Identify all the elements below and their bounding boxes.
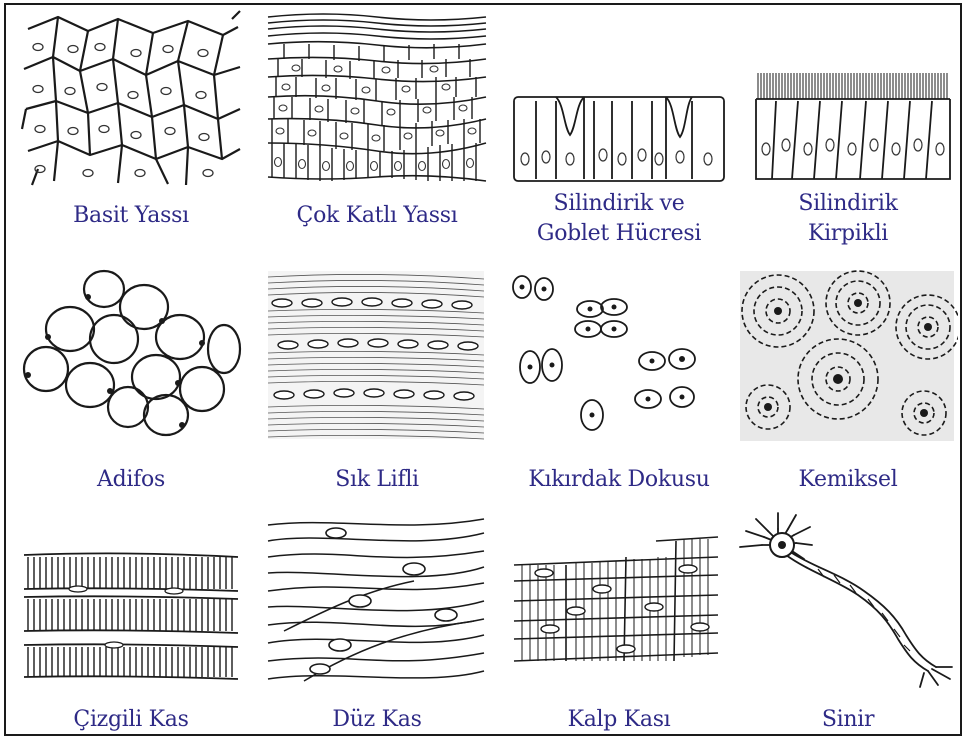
tissue-cell-adipose: Adifos — [18, 267, 244, 507]
tissue-label-line-1: Silindirik ve — [506, 189, 732, 219]
tissue-label-bone: Kemiksel — [738, 465, 958, 495]
tissue-cell-ciliated-columnar: Silindirik Kirpikli — [738, 9, 958, 259]
tissue-cell-stratified-squamous: Çok Katlı Yassı — [264, 9, 490, 249]
bone-icon — [738, 267, 958, 447]
tissue-cell-striated-muscle: Çizgili Kas — [18, 511, 244, 733]
tissue-label-neuron: Sinir — [738, 705, 958, 735]
tissue-label-line-2: Kirpikli — [738, 219, 958, 249]
tissue-cell-bone: Kemiksel — [738, 267, 958, 507]
tissue-cell-neuron: Sinir — [738, 511, 958, 733]
smooth-muscle-icon — [264, 511, 490, 691]
tissue-cell-smooth-muscle: Düz Kas — [264, 511, 490, 733]
columnar-goblet-icon — [506, 9, 732, 189]
tissue-label-striated-muscle: Çizgili Kas — [18, 705, 244, 735]
stratified-squamous-icon — [264, 9, 490, 189]
tissue-cell-columnar-goblet: Silindirik ve Goblet Hücresi — [506, 9, 732, 259]
neuron-icon — [738, 511, 958, 691]
tissue-label-cardiac-muscle: Kalp Kası — [506, 705, 732, 735]
tissue-cell-simple-squamous: Basit Yassı — [18, 9, 244, 249]
tissue-cell-cartilage: Kıkırdak Dokusu — [506, 267, 732, 507]
tissue-label-smooth-muscle: Düz Kas — [264, 705, 490, 735]
cardiac-muscle-icon — [506, 511, 732, 691]
tissue-cell-dense-fibrous: Sık Lifli — [264, 267, 490, 507]
tissue-label-line-2: Goblet Hücresi — [506, 219, 732, 249]
tissue-label-columnar-goblet: Silindirik ve Goblet Hücresi — [506, 189, 732, 249]
tissue-cell-cardiac-muscle: Kalp Kası — [506, 511, 732, 733]
tissue-label-simple-squamous: Basit Yassı — [18, 201, 244, 231]
tissue-label-dense-fibrous: Sık Lifli — [264, 465, 490, 495]
simple-squamous-icon — [18, 9, 244, 189]
tissue-label-line-1: Silindirik — [738, 189, 958, 219]
tissue-label-ciliated-columnar: Silindirik Kirpikli — [738, 189, 958, 249]
ciliated-columnar-icon — [738, 9, 958, 189]
cartilage-icon — [506, 267, 732, 447]
tissue-chart-frame: Basit Yassı — [4, 3, 962, 736]
tissue-label-cartilage: Kıkırdak Dokusu — [506, 465, 732, 495]
adipose-icon — [18, 267, 244, 447]
tissue-label-stratified-squamous: Çok Katlı Yassı — [264, 201, 490, 231]
tissue-label-adipose: Adifos — [18, 465, 244, 495]
dense-fibrous-icon — [264, 267, 490, 447]
striated-muscle-icon — [18, 511, 244, 691]
